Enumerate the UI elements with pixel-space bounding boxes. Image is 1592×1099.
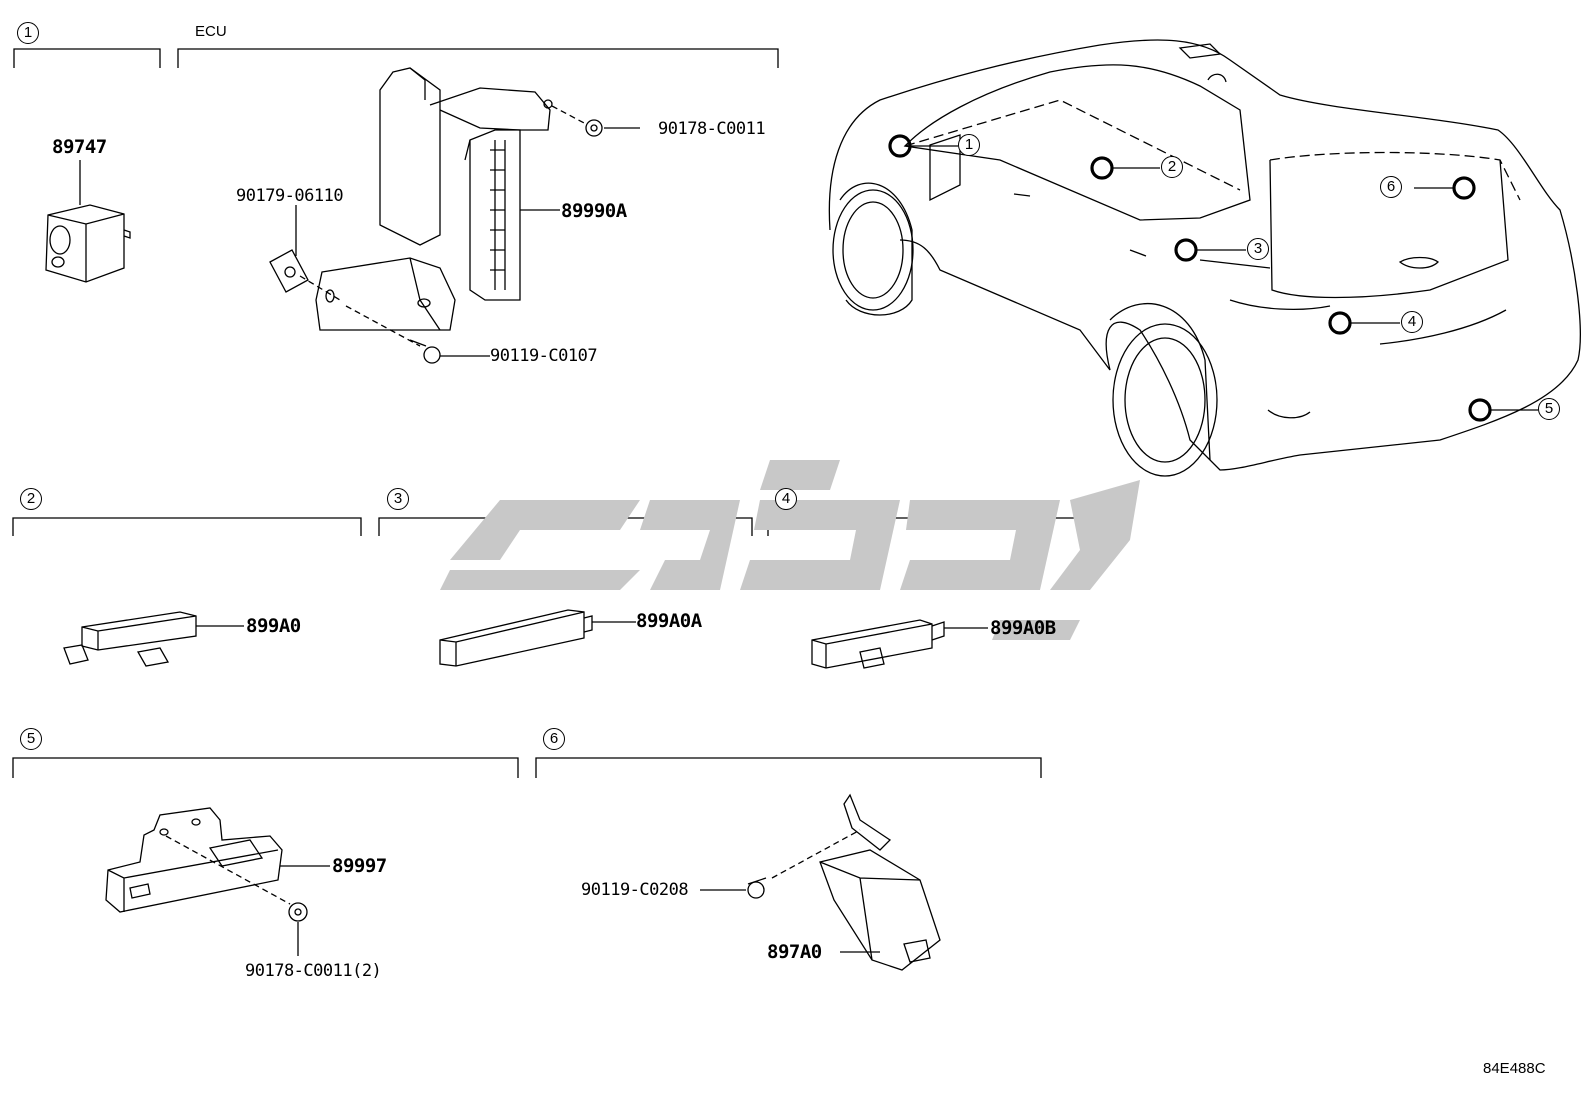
part-899A0B-drawing [811,619,988,669]
part-label-90119-c0107: 90119-C0107 [490,346,598,366]
car-marker-2 [1090,156,1114,180]
watermark-logo [440,460,1140,640]
car-callout-1: 1 [958,134,980,156]
part-label-90178-c0011-2: 90178-C0011(2) [245,961,382,981]
part-90179-drawing [269,205,341,301]
car-callout-3: 3 [1247,238,1269,260]
car-marker-3 [1174,238,1198,262]
section-5-badge: 5 [20,728,42,750]
part-label-90178-c0011: 90178-C0011 [658,119,766,139]
part-label-90119-c0208: 90119-C0208 [581,880,689,900]
section-1-badge: 1 [17,22,39,44]
bracket-section-1 [13,48,161,68]
car-callout-5: 5 [1538,398,1560,420]
car-marker-4 [1328,311,1352,335]
section-2-badge: 2 [20,488,42,510]
part-89747-drawing [45,160,131,283]
part-label-90179-06110: 90179-06110 [236,186,344,206]
part-label-899A0: 899A0 [246,615,301,637]
section-6-badge: 6 [543,728,565,750]
car-marker-5 [1468,398,1492,422]
car-callout-4: 4 [1401,311,1423,333]
part-89997-drawing [105,807,330,956]
part-label-89990A: 89990A [561,200,627,222]
vehicle-drawing [828,39,1581,477]
part-label-897A0: 897A0 [767,941,822,963]
part-90178-top-drawing [551,105,640,137]
part-899A0A-drawing [439,609,636,667]
part-89990A-drawing [315,67,560,331]
bracket-section-5 [12,757,519,778]
car-marker-6 [1452,176,1476,200]
part-label-899A0A: 899A0A [636,610,702,632]
diagram-reference-code: 84E488C [1483,1060,1546,1077]
part-label-89997: 89997 [332,855,387,877]
bracket-section-6 [535,757,1042,778]
car-callout-6: 6 [1380,176,1402,198]
bracket-section-2 [12,517,362,536]
part-label-899A0B: 899A0B [990,617,1056,639]
part-897A0-drawing [700,793,941,971]
bracket-ecu [177,48,779,68]
car-callout-2: 2 [1161,156,1183,178]
section-4-badge: 4 [775,488,797,510]
part-label-89747: 89747 [52,136,107,158]
ecu-label: ECU [195,23,227,40]
part-899A0-drawing [63,611,244,667]
part-90119-top-drawing [345,305,490,364]
section-3-badge: 3 [387,488,409,510]
